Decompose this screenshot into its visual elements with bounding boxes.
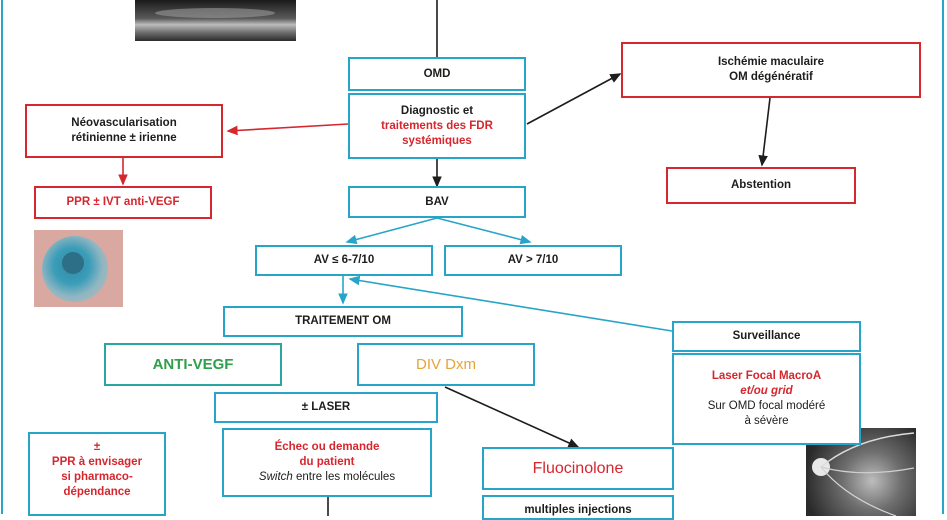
ppr-env-line-3: si pharmaco- bbox=[61, 471, 133, 483]
surveillance-label: Surveillance bbox=[732, 330, 801, 342]
arrow-div-dxm-to-fluocinolone bbox=[444, 386, 580, 448]
multiples-injections-label: multiples injections bbox=[524, 504, 632, 516]
arrow-bav-to-av-high bbox=[436, 217, 532, 245]
av-high-label: AV > 7/10 bbox=[507, 254, 559, 266]
diagnostic-node: Diagnostic et traitements des FDR systém… bbox=[348, 93, 526, 159]
ppr-env-line-1: ± bbox=[93, 441, 101, 453]
ischemie-line-1: Ischémie maculaire bbox=[717, 56, 825, 68]
av-high-node: AV > 7/10 bbox=[444, 245, 622, 276]
laser-focal-line-2a: et/ou bbox=[740, 385, 771, 397]
div-dxm-label: DIV Dxm bbox=[416, 356, 476, 373]
laser-focal-line-4: à sévère bbox=[744, 415, 789, 427]
div-dxm-node: DIV Dxm bbox=[357, 343, 535, 386]
ischemie-node: Ischémie maculaire OM dégénératif bbox=[621, 42, 921, 98]
diagnostic-line-3: systémiques bbox=[402, 134, 472, 147]
av-low-label: AV ≤ 6-7/10 bbox=[313, 254, 375, 266]
ppr-ivt-node: PPR ± IVT anti-VEGF bbox=[34, 186, 212, 219]
arrow-surveillance-to-av-low bbox=[348, 275, 673, 332]
abstention-node: Abstention bbox=[666, 167, 856, 204]
ischemie-line-2: OM dégénératif bbox=[729, 71, 813, 83]
diagnostic-line-1: Diagnostic et bbox=[400, 104, 474, 117]
laser-focal-line-2b: grid bbox=[770, 385, 793, 397]
diagnostic-line-2: traitements des FDR bbox=[381, 119, 493, 132]
omd-node: OMD bbox=[348, 57, 526, 91]
ppr-envisager-node: ± PPR à envisager si pharmaco- dépendanc… bbox=[28, 432, 166, 516]
echec-node: Échec ou demande du patient Switch entre… bbox=[222, 428, 432, 497]
oct-scan-image bbox=[135, 0, 296, 41]
eye-photo-image bbox=[34, 230, 123, 307]
arrow-bav-to-av-low bbox=[345, 217, 438, 245]
arrow-diagnostic-to-ischemie bbox=[526, 73, 622, 125]
arrow-ischemie-to-abstention bbox=[758, 97, 771, 167]
omd-label: OMD bbox=[423, 67, 451, 80]
neovasc-line-2: rétinienne ± irienne bbox=[71, 132, 177, 144]
laser-focal-node: Laser Focal MacroA et/ou grid Sur OMD fo… bbox=[672, 353, 861, 445]
laser-focal-line-3: Sur OMD focal modéré bbox=[707, 400, 826, 412]
av-low-node: AV ≤ 6-7/10 bbox=[255, 245, 433, 276]
surveillance-node: Surveillance bbox=[672, 321, 861, 352]
bav-label: BAV bbox=[425, 195, 449, 208]
fluocinolone-label: Fluocinolone bbox=[532, 460, 624, 477]
anti-vegf-label: ANTI-VEGF bbox=[152, 356, 234, 373]
neovasc-line-1: Néovascularisation bbox=[71, 117, 177, 129]
echec-line-1: Échec ou demande bbox=[274, 441, 380, 453]
arrow-diagnostic-to-neovasc bbox=[226, 123, 349, 136]
laser-focal-line-1: Laser Focal MacroA bbox=[711, 370, 822, 382]
ppr-ivt-label: PPR ± IVT anti-VEGF bbox=[66, 196, 180, 208]
abstention-label: Abstention bbox=[730, 179, 792, 191]
ppr-env-line-4: dépendance bbox=[63, 486, 131, 498]
fluocinolone-node: Fluocinolone bbox=[482, 447, 674, 490]
echec-line-2: du patient bbox=[299, 456, 355, 468]
ppr-env-line-2: PPR à envisager bbox=[51, 456, 143, 468]
multiples-injections-node: multiples injections bbox=[482, 495, 674, 520]
switch-word: Switch bbox=[258, 471, 293, 483]
traitement-om-node: TRAITEMENT OM bbox=[223, 306, 463, 337]
laser-node: ± LASER bbox=[214, 392, 438, 423]
laser-label: ± LASER bbox=[301, 401, 351, 413]
bav-node: BAV bbox=[348, 186, 526, 218]
neovascularisation-node: Néovascularisation rétinienne ± irienne bbox=[25, 104, 223, 158]
switch-rest: entre les molécules bbox=[292, 471, 396, 483]
anti-vegf-node: ANTI-VEGF bbox=[104, 343, 282, 386]
traitement-om-label: TRAITEMENT OM bbox=[295, 315, 391, 327]
